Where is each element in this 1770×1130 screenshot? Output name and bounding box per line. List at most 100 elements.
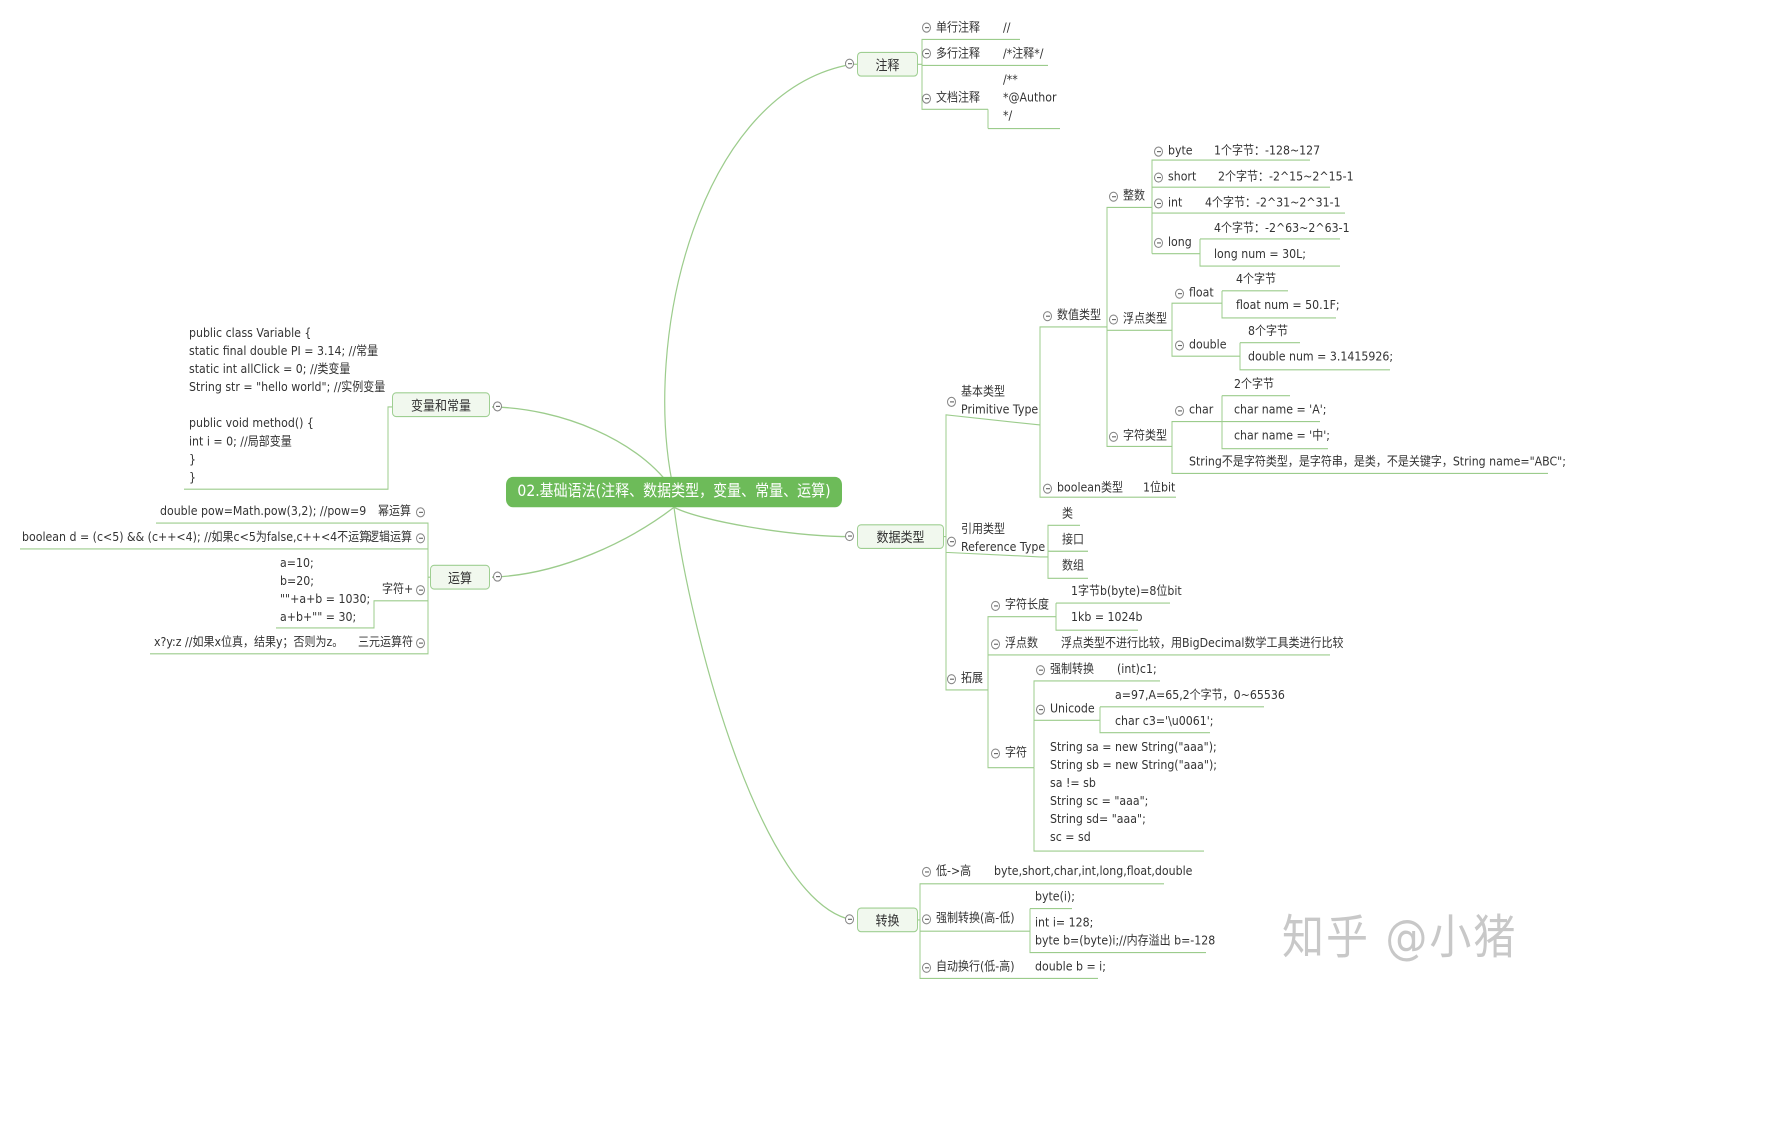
collapse-toggle-icon[interactable] [922, 962, 931, 973]
integer-label: 整数 [1123, 188, 1145, 203]
charlen-item: 1字节b(byte)=8位bit [1071, 583, 1182, 599]
collapse-toggle-icon[interactable] [416, 507, 425, 518]
connector-lines [20, 38, 1548, 980]
charlen-item: 1kb = 1024b [1071, 609, 1143, 625]
collapse-toggle-icon[interactable] [991, 600, 1000, 611]
comment-multi-label: 多行注释 [936, 46, 980, 61]
comment-single-label: 单行注释 [936, 20, 980, 35]
type-name: long [1168, 234, 1192, 250]
type-name: short [1168, 169, 1197, 184]
collapse-toggle-icon[interactable] [1175, 288, 1184, 299]
comment-doc-label: 文档注释 [936, 90, 980, 105]
reference-item: 接口 [1062, 532, 1084, 547]
collapse-toggle-icon[interactable] [947, 674, 956, 685]
collapse-toggle-icon[interactable] [1154, 172, 1163, 183]
extension-label: 拓展 [961, 670, 983, 686]
comment-doc-line: /** [1003, 72, 1018, 87]
watermark: 知乎 @小猪 [1282, 909, 1518, 965]
comment-doc-line: *@Author [1003, 90, 1057, 105]
ternary-label: 三元运算符 [358, 634, 413, 650]
unicode-item: char c3='\u0061'; [1115, 713, 1214, 729]
forced-code-line: byte b=(byte)i;//内存溢出 b=-128 [1035, 933, 1216, 949]
topic-variables[interactable]: 变量和常量 [392, 392, 490, 418]
cast-value: (int)c1; [1117, 661, 1157, 677]
collapse-toggle-icon[interactable] [1154, 146, 1163, 157]
string-note: String不是字符类型，是字符串，是类，不是关键字，String name="… [1189, 454, 1566, 469]
collapse-toggle-icon[interactable] [991, 748, 1000, 759]
comment-doc-line: */ [1003, 108, 1013, 123]
comment-multi-value: /*注释*/ [1003, 46, 1044, 61]
collapse-toggle-icon[interactable] [1175, 340, 1184, 351]
collapse-toggle-icon[interactable] [416, 533, 425, 544]
collapse-toggle-icon[interactable] [416, 585, 425, 596]
strplus-label: 字符+ [382, 581, 414, 597]
power-value: double pow=Math.pow(3,2); //pow=9 [160, 503, 367, 519]
collapse-toggle-icon[interactable] [922, 93, 931, 104]
collapse-toggle-icon[interactable] [922, 866, 931, 878]
comment-single-value: // [1003, 20, 1011, 35]
collapse-toggle-icon[interactable] [1154, 237, 1163, 249]
topic-conversion[interactable]: 转换 [857, 907, 918, 933]
char-type-label: 字符类型 [1123, 428, 1167, 444]
float-label: 浮点类型 [1123, 311, 1167, 326]
collapse-toggle-icon[interactable] [1109, 431, 1118, 442]
boolean-label: boolean类型 [1057, 480, 1123, 495]
root-topic[interactable]: 02.基础语法(注释、数据类型，变量、常量、运算) [506, 476, 842, 508]
type-name: double [1189, 337, 1227, 352]
forced-item: byte(i); [1035, 889, 1075, 905]
topic-comments[interactable]: 注释 [857, 51, 918, 77]
collapse-toggle-icon[interactable] [845, 58, 854, 69]
collapse-toggle-icon[interactable] [493, 571, 502, 582]
collapse-toggle-icon[interactable] [922, 22, 931, 33]
type-example: float num = 50.1F; [1236, 297, 1340, 313]
collapse-toggle-icon[interactable] [922, 48, 931, 59]
code-line: } [189, 452, 196, 467]
code-line: static final double PI = 3.14; //常量 [189, 343, 379, 359]
type-example: double num = 3.1415926; [1248, 349, 1394, 365]
strplus-line: a+b+"" = 30; [280, 609, 357, 625]
collapse-toggle-icon[interactable] [1154, 198, 1163, 209]
type-name: float [1189, 285, 1214, 300]
floatnum-desc: 浮点类型不进行比较，用BigDecimal数学工具类进行比较 [1061, 635, 1344, 651]
strplus-line: a=10; [280, 555, 314, 571]
chars-label: 字符 [1005, 745, 1027, 760]
low-high-label: 低->高 [936, 863, 972, 879]
string-code-line: sc = sd [1050, 829, 1091, 845]
string-code-line: String sb = new String("aaa"); [1050, 757, 1217, 773]
primitive-label: 基本类型 [961, 384, 1005, 400]
type-name: byte [1168, 143, 1193, 158]
floatnum-label: 浮点数 [1005, 635, 1038, 651]
code-line: String str = "hello world"; //实例变量 [189, 379, 386, 395]
topic-operations[interactable]: 运算 [430, 564, 490, 590]
collapse-toggle-icon[interactable] [1109, 191, 1118, 202]
primitive-label-en: Primitive Type [961, 402, 1039, 418]
reference-item: 数组 [1062, 558, 1084, 573]
collapse-toggle-icon[interactable] [416, 638, 425, 649]
type-desc: 2个字节 [1234, 376, 1274, 392]
collapse-toggle-icon[interactable] [493, 401, 502, 412]
collapse-toggle-icon[interactable] [1043, 483, 1052, 494]
collapse-toggle-icon[interactable] [1043, 311, 1052, 322]
low-high-value: byte,short,char,int,long,float,double [994, 863, 1193, 879]
code-line: static int allClick = 0; //类变量 [189, 361, 351, 377]
type-desc: 4个字节：-2^63~2^63-1 [1214, 220, 1350, 236]
code-line: int i = 0; //局部变量 [189, 434, 292, 449]
collapse-toggle-icon[interactable] [845, 914, 854, 925]
collapse-toggle-icon[interactable] [1036, 665, 1045, 676]
unicode-item: a=97,A=65,2个字节，0~65536 [1115, 687, 1285, 703]
collapse-toggle-icon[interactable] [947, 396, 956, 407]
collapse-toggle-icon[interactable] [991, 639, 1000, 650]
type-example: long num = 30L; [1214, 246, 1306, 262]
type-desc: 1个字节：-128~127 [1214, 143, 1321, 158]
topic-datatypes[interactable]: 数据类型 [857, 524, 944, 549]
string-code-line: sa != sb [1050, 775, 1096, 791]
reference-label: 引用类型 [961, 521, 1005, 537]
string-code-line: String sc = "aaa"; [1050, 793, 1149, 809]
collapse-toggle-icon[interactable] [922, 914, 931, 925]
code-line: public void method() { [189, 415, 314, 431]
collapse-toggle-icon[interactable] [1175, 405, 1184, 416]
collapse-toggle-icon[interactable] [845, 530, 854, 542]
collapse-toggle-icon[interactable] [947, 536, 956, 547]
collapse-toggle-icon[interactable] [1109, 314, 1118, 325]
collapse-toggle-icon[interactable] [1036, 704, 1045, 715]
